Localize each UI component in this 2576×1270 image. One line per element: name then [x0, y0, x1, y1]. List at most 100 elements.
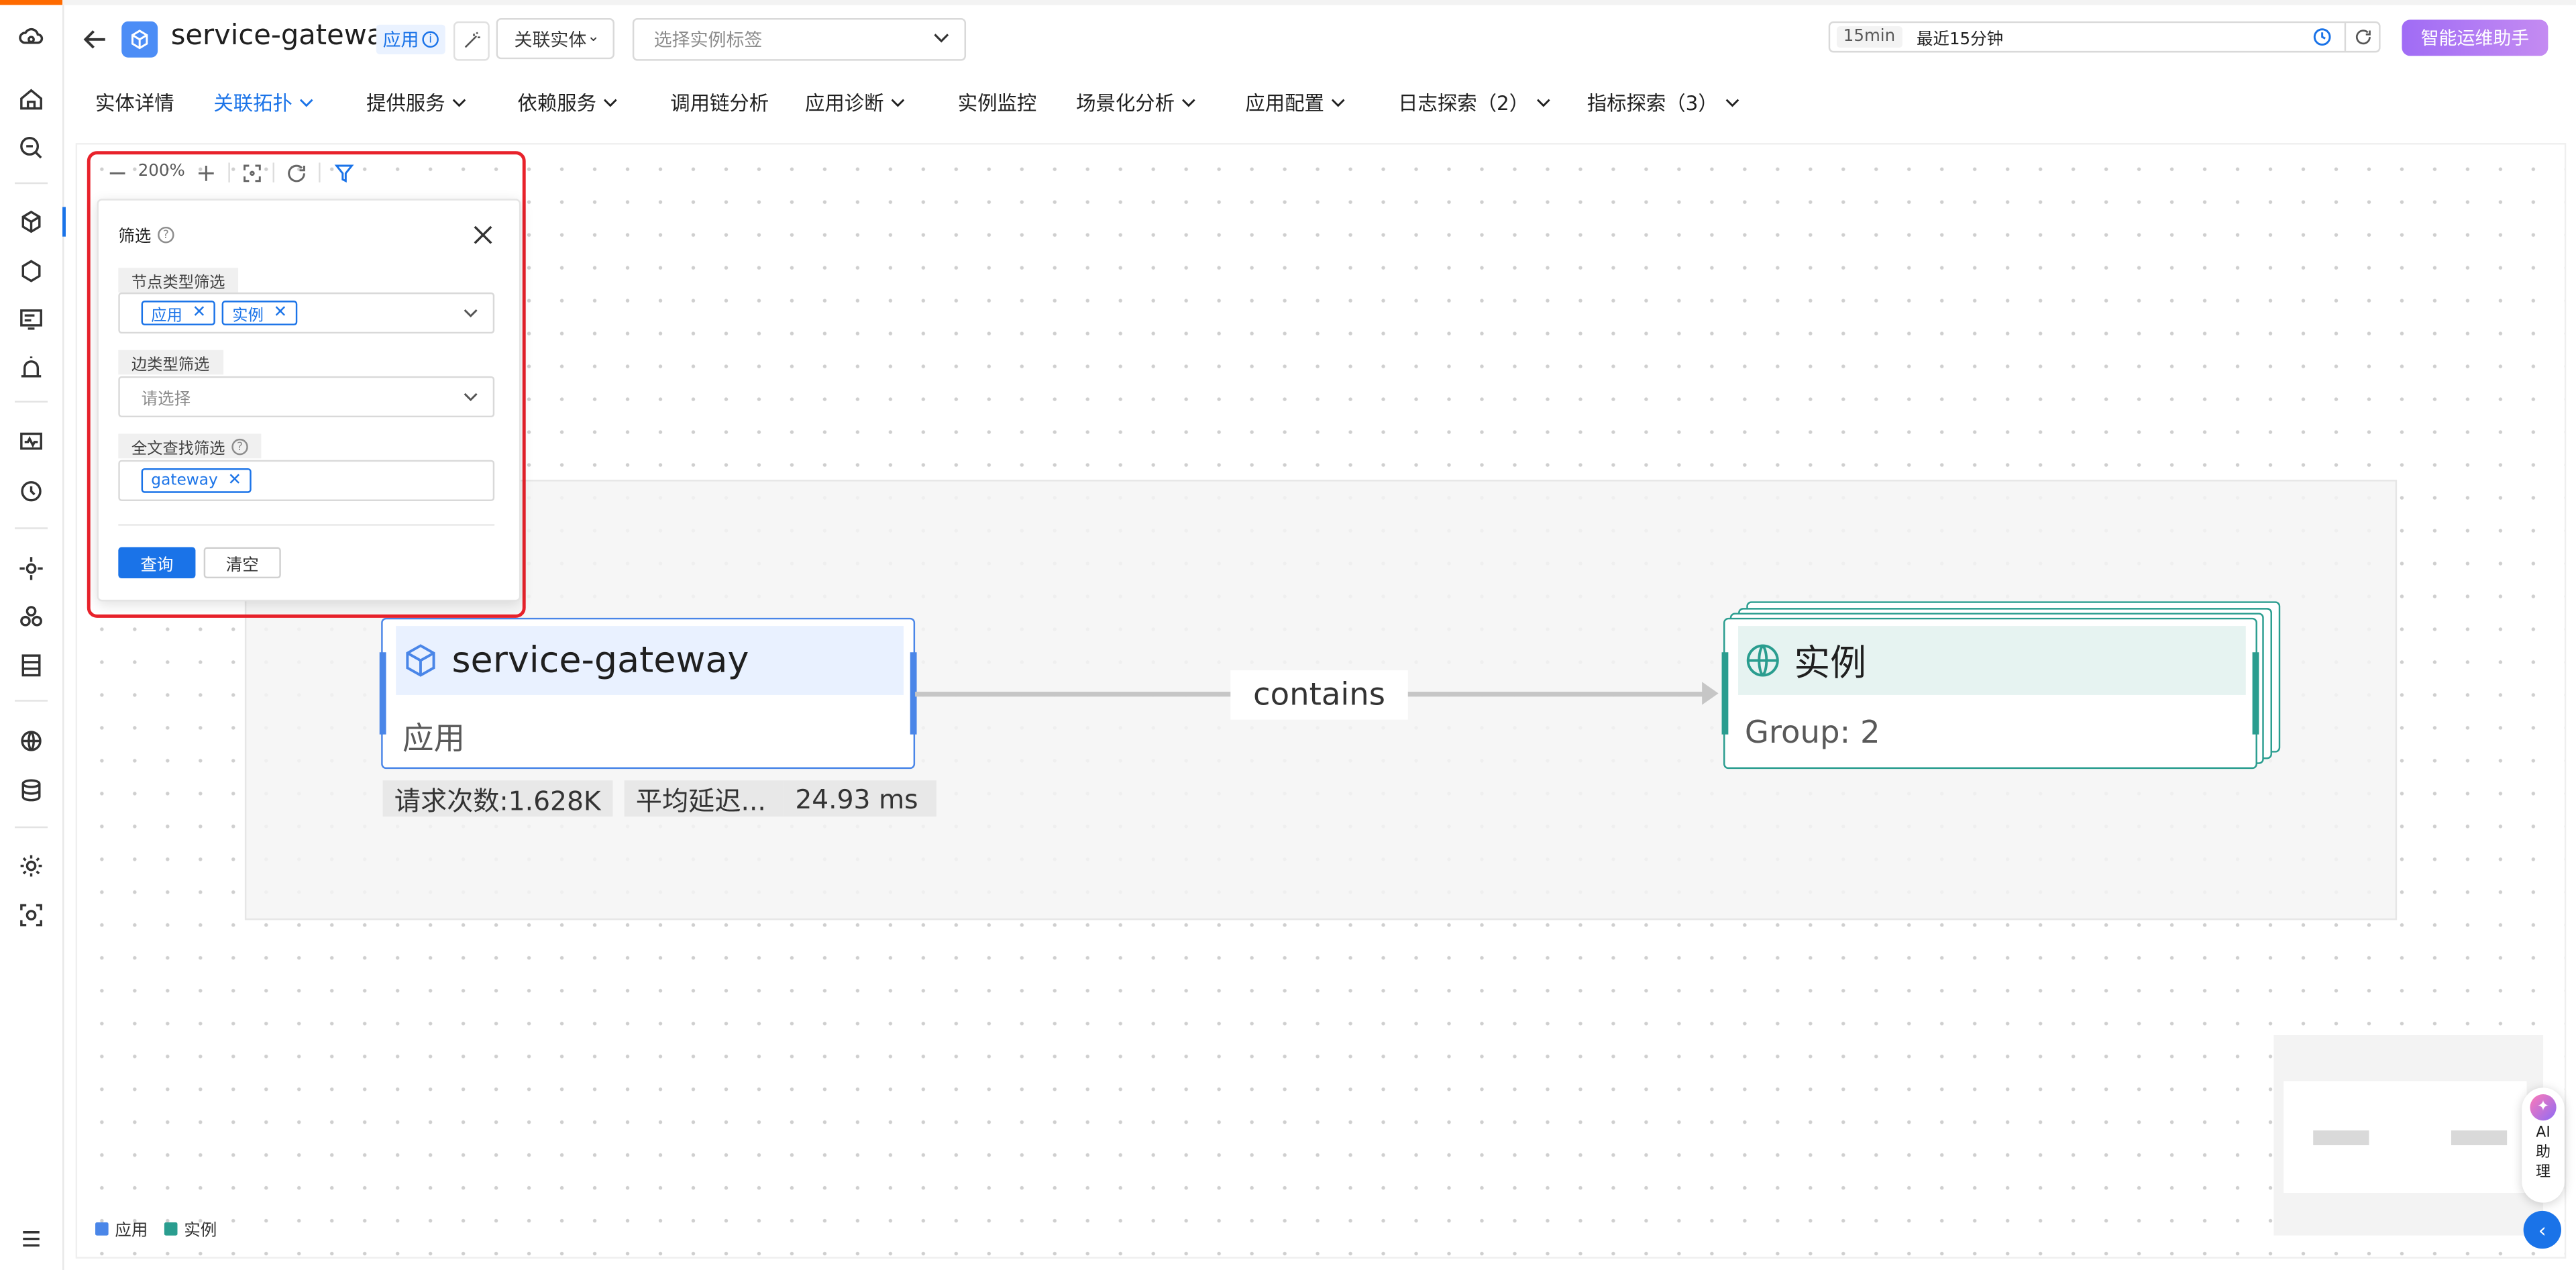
database-icon[interactable] — [16, 776, 46, 805]
home-icon[interactable] — [16, 84, 46, 113]
chevron-down-icon: ⌄ — [587, 30, 600, 46]
zoom-level: 200% — [138, 162, 185, 181]
fulltext-filter-label: 全文查找筛选 ? — [118, 433, 262, 459]
tab-topology[interactable]: 关联拓扑 — [213, 89, 313, 117]
legend-swatch — [164, 1221, 178, 1235]
chevron-down-icon — [604, 99, 617, 107]
panel-divider — [118, 524, 495, 526]
magic-wand-button[interactable] — [453, 21, 490, 61]
rail-divider — [15, 826, 48, 829]
node-type-filter-label: 节点类型筛选 — [118, 268, 239, 293]
clear-button[interactable]: 清空 — [203, 547, 281, 579]
storage-icon[interactable] — [16, 651, 46, 680]
tab-provided-services[interactable]: 提供服务 — [366, 89, 466, 117]
legend-item-instance[interactable]: 实例 — [164, 1216, 217, 1240]
network-icon[interactable] — [16, 726, 46, 755]
info-icon[interactable]: i — [422, 31, 439, 48]
back-arrow-icon[interactable] — [79, 23, 112, 56]
scan-icon[interactable] — [16, 900, 46, 930]
rail-divider — [15, 401, 48, 403]
cluster-icon[interactable] — [16, 601, 46, 631]
search-data-icon[interactable] — [16, 133, 46, 162]
app-node-header: service-gateway — [396, 626, 904, 695]
brand-accent — [0, 0, 63, 5]
edge-type-select[interactable]: 请选择 — [118, 376, 495, 418]
rail-divider — [15, 700, 48, 702]
top-strip — [62, 0, 2576, 5]
fulltext-input[interactable]: gateway✕ — [118, 460, 495, 501]
settings-icon[interactable] — [16, 851, 46, 881]
query-button[interactable]: 查询 — [118, 547, 196, 579]
metric-request-count: 请求次数:1.628K — [382, 780, 612, 817]
instance-node-header: 实例 — [1738, 626, 2246, 695]
auto-refresh-icon[interactable] — [2312, 26, 2333, 48]
service-icon[interactable] — [16, 553, 46, 583]
tab-instance-monitor[interactable]: 实例监控 — [957, 92, 1037, 115]
instance-node[interactable]: 实例 Group: 2 — [1721, 617, 2259, 770]
tab-log-explore[interactable]: 日志探索（2） — [1398, 89, 1550, 117]
edge-label[interactable]: contains — [1230, 670, 1408, 720]
refresh-icon — [2355, 30, 2370, 45]
filter-panel: 筛选 ? 节点类型筛选 应用✕ 实例✕ 边类型筛选 请选择 全文查找筛选 ? g… — [97, 199, 521, 602]
tab-metric-explore[interactable]: 指标探索（3） — [1587, 89, 1739, 117]
app-node-name: service-gateway — [451, 639, 749, 682]
tab-bar: 实体详情 关联拓扑 提供服务 依赖服务 调用链分析 应用诊断 实例监控 场景化分… — [62, 79, 2576, 125]
instance-tag-select[interactable]: 选择实例标签 — [632, 17, 967, 61]
tab-scenario-analysis[interactable]: 场景化分析 — [1076, 89, 1196, 117]
help-icon[interactable]: ? — [158, 225, 174, 243]
filter-icon — [333, 164, 354, 182]
app-node[interactable]: service-gateway 应用 — [379, 617, 917, 770]
ai-assistant-button[interactable]: 智能运维助手 — [2402, 19, 2548, 56]
zoom-out-button[interactable] — [102, 158, 131, 187]
tab-app-diagnosis[interactable]: 应用诊断 — [805, 89, 905, 117]
reset-button[interactable] — [281, 158, 311, 187]
help-icon[interactable]: ? — [231, 437, 248, 455]
fit-view-button[interactable] — [237, 158, 266, 187]
collapse-chevron-left-icon[interactable]: ‹ — [2523, 1210, 2561, 1249]
minimap[interactable] — [2273, 1035, 2544, 1236]
app-node-type: 应用 — [402, 721, 466, 757]
chevron-down-icon — [452, 99, 466, 107]
chip-remove-icon[interactable]: ✕ — [227, 471, 242, 490]
node-port-right — [2252, 652, 2259, 735]
chevron-down-icon — [1182, 99, 1195, 107]
chevron-down-icon — [934, 34, 949, 43]
page-title: service-gateway — [170, 19, 400, 53]
legend-item-app[interactable]: 应用 — [95, 1216, 148, 1240]
close-icon[interactable] — [472, 223, 494, 246]
time-range-picker[interactable]: 15min 最近15分钟 — [1828, 21, 2381, 53]
tab-dependent-services[interactable]: 依赖服务 — [517, 89, 617, 117]
zoom-in-button[interactable] — [191, 158, 220, 187]
tab-entity-detail[interactable]: 实体详情 — [95, 92, 174, 115]
entity-topology-icon[interactable] — [16, 207, 66, 237]
related-entity-select[interactable]: 关联实体 ⌄ — [496, 17, 614, 60]
toolbar-divider — [228, 162, 230, 182]
ai-helper-widget[interactable]: ✦ AI助理 — [2522, 1088, 2565, 1203]
node-type-select[interactable]: 应用✕ 实例✕ — [118, 292, 495, 334]
globe-icon — [1746, 644, 1779, 677]
chevron-down-icon — [464, 309, 478, 318]
filter-button[interactable] — [329, 158, 358, 187]
tab-app-config[interactable]: 应用配置 — [1245, 89, 1345, 117]
chevron-down-icon — [1725, 99, 1739, 107]
chevron-down-icon — [464, 392, 478, 401]
left-nav-rail — [0, 0, 66, 1270]
chip-remove-icon[interactable]: ✕ — [273, 304, 288, 323]
expand-menu-icon[interactable] — [16, 1224, 46, 1254]
alert-icon[interactable] — [16, 354, 46, 383]
dashboard-icon[interactable] — [16, 304, 46, 333]
instance-tag-placeholder: 选择实例标签 — [653, 30, 763, 51]
fulltext-chip: gateway✕ — [141, 468, 252, 493]
node-port-right — [910, 652, 917, 735]
metric-avg-latency-value: 24.93 ms — [784, 780, 936, 817]
monitor-icon[interactable] — [16, 427, 46, 457]
minimap-node — [2451, 1130, 2508, 1145]
refresh-button[interactable] — [2344, 23, 2379, 51]
tab-trace-analysis[interactable]: 调用链分析 — [670, 92, 769, 115]
chip-remove-icon[interactable]: ✕ — [192, 304, 207, 323]
cloud-logo-icon[interactable] — [16, 23, 46, 52]
node-port-left — [1721, 652, 1729, 735]
cube-icon[interactable] — [16, 256, 46, 286]
plus-icon — [197, 164, 213, 180]
diagnosis-icon[interactable] — [16, 476, 46, 506]
